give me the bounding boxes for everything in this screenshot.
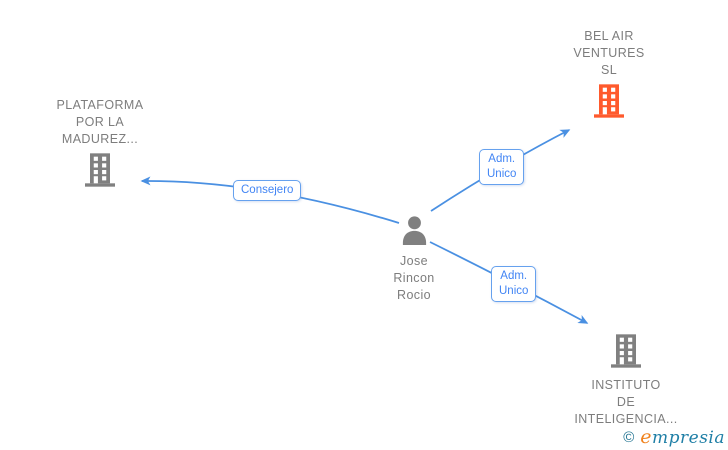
building-icon	[594, 83, 624, 124]
node-label-line: POR LA	[75, 115, 125, 129]
node-label-line: MADUREZ...	[61, 132, 139, 146]
edge-label-consejero[interactable]: Consejero	[233, 180, 302, 201]
node-label-line: DE	[616, 395, 636, 409]
edge-label-text: Consejero	[241, 184, 294, 196]
node-label-plataforma: PLATAFORMA POR LA MADUREZ...	[30, 97, 170, 148]
node-label-line: Rincon	[393, 271, 435, 285]
node-plataforma[interactable]: PLATAFORMA POR LA MADUREZ...	[30, 97, 170, 193]
empresia-logo-rest: mpresia	[652, 428, 725, 448]
empresia-watermark: © empresia	[623, 426, 725, 448]
node-label-line: INSTITUTO	[591, 378, 661, 392]
node-label-line: PLATAFORMA	[56, 98, 144, 112]
edge-label-text: Unico	[499, 285, 529, 297]
empresia-logo-initial: e	[640, 426, 652, 448]
node-label-line: SL	[600, 63, 618, 77]
edge-label-adm-unico-1[interactable]: Adm. Unico	[479, 149, 525, 185]
node-label-line: Jose	[399, 254, 428, 268]
node-jose-rincon-rocio[interactable]: Jose Rincon Rocio	[354, 216, 474, 304]
node-bel-air-ventures[interactable]: BEL AIR VENTURES SL	[539, 28, 679, 124]
empresia-logo: empresia	[640, 426, 725, 448]
edge-label-text: Adm.	[488, 153, 516, 165]
edge-label-text: Adm.	[500, 270, 528, 282]
node-instituto[interactable]: INSTITUTO DE INTELIGENCIA...	[556, 333, 696, 428]
building-icon	[611, 333, 641, 374]
node-label-instituto: INSTITUTO DE INTELIGENCIA...	[556, 377, 696, 428]
copyright-icon: ©	[623, 428, 635, 446]
node-label-bel-air: BEL AIR VENTURES SL	[539, 28, 679, 79]
node-label-line: BEL AIR	[584, 29, 634, 43]
node-label-line: VENTURES	[573, 46, 645, 60]
person-icon	[400, 216, 429, 250]
edge-label-adm-unico-2[interactable]: Adm. Unico	[491, 266, 537, 302]
node-label-person: Jose Rincon Rocio	[354, 253, 474, 304]
node-label-line: Rocio	[397, 288, 431, 302]
edge-label-text: Unico	[487, 168, 517, 180]
building-icon	[85, 152, 115, 193]
node-label-line: INTELIGENCIA...	[574, 412, 678, 426]
